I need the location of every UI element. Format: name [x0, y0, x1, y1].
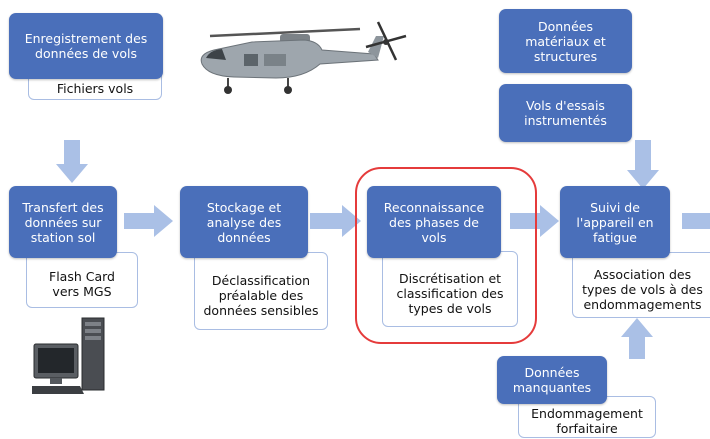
fatigue-title: Suivi de l'appareil en fatigue: [576, 199, 654, 245]
recording-sub-label: Fichiers vols: [56, 81, 134, 96]
storage-title: Stockage et analyse des données: [206, 199, 282, 245]
missing-data-box: Données manquantes: [497, 356, 607, 404]
transfer-title: Transfert des données sur station sol: [22, 199, 104, 245]
arrow-fatigue-out: [682, 213, 710, 229]
test-flights-box: Vols d'essais instrumentés: [499, 84, 632, 142]
highlight-frame: [355, 167, 537, 344]
helicopter-icon: [200, 21, 407, 94]
arrow-storage-to-recognition: [310, 205, 361, 237]
missing-data-title: Données manquantes: [512, 365, 592, 395]
transfer-sub-box: Flash Card vers MGS: [26, 252, 138, 308]
recognition-sub-box: Discrétisation et classification des typ…: [382, 251, 518, 327]
arrow-recording-to-transfer: [56, 140, 88, 183]
missing-sub-label: Endommagement forfaitaire: [531, 406, 643, 436]
fatigue-sub-box: Association des types de vols à des endo…: [572, 252, 710, 318]
transfer-box: Transfert des données sur station sol: [9, 186, 117, 258]
arrow-tests-to-fatigue: [627, 140, 659, 189]
recording-box: Enregistrement des données de vols: [9, 13, 163, 79]
arrow-transfer-to-storage: [124, 205, 173, 237]
fatigue-box: Suivi de l'appareil en fatigue: [560, 186, 670, 258]
recording-title: Enregistrement des données de vols: [24, 31, 148, 61]
materials-box: Données matériaux et structures: [499, 9, 632, 73]
storage-box: Stockage et analyse des données: [180, 186, 308, 258]
transfer-sub-label: Flash Card vers MGS: [49, 269, 115, 299]
arrow-missing-to-fatigue: [621, 318, 653, 359]
recognition-title: Reconnaissance des phases de vols: [383, 199, 485, 245]
storage-sub-box: Déclassification préalable des données s…: [194, 252, 328, 330]
arrow-recognition-to-fatigue: [510, 205, 559, 237]
fatigue-sub-label: Association des types de vols à des endo…: [582, 266, 703, 312]
computer-workstation-icon: [32, 317, 105, 394]
recognition-sub-label: Discrétisation et classification des typ…: [396, 270, 504, 316]
storage-sub-label: Déclassification préalable des données s…: [203, 272, 319, 318]
recognition-box: Reconnaissance des phases de vols: [367, 186, 501, 258]
test-flights-title: Vols d'essais instrumentés: [524, 98, 607, 128]
materials-title: Données matériaux et structures: [525, 18, 606, 64]
